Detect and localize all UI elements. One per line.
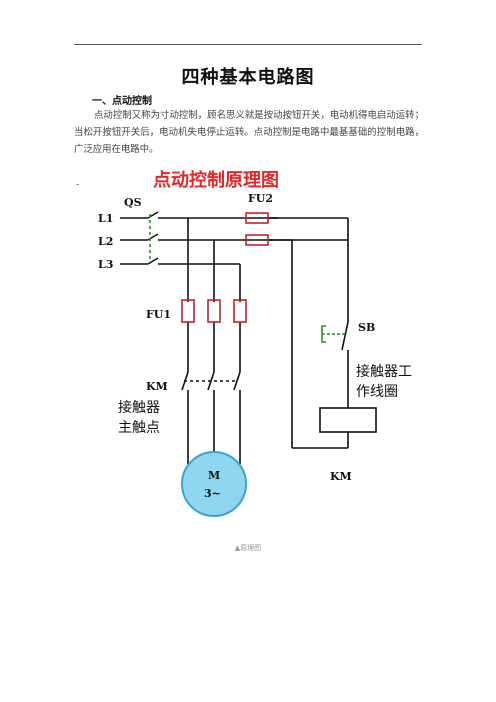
label-main-contact-line2: 主触点: [118, 420, 160, 436]
km-main-contacts: [181, 371, 241, 391]
fu1-fuse-1: [181, 299, 195, 323]
fu1-fuse-2: [207, 299, 221, 323]
label-main-contact-line1: 接触器: [118, 399, 160, 416]
label-motor-m: M: [208, 469, 220, 482]
header-rule: [74, 44, 422, 45]
label-l3: L3: [98, 258, 113, 271]
diagram-heading: 点动控制原理图: [153, 169, 279, 191]
fu1-fuse-3: [233, 299, 247, 323]
body-paragraph: 点动控制又称为寸动控制，顾名思义就是按动按钮开关，电动机得电启动运转；当松开按钮…: [74, 110, 424, 155]
label-l1: L1: [98, 212, 113, 225]
section-heading: 一、点动控制: [92, 96, 152, 107]
label-sb: SB: [358, 321, 375, 334]
fu2-fuses: [245, 212, 269, 246]
fu1-fuses: [181, 299, 247, 323]
sb-button: [321, 321, 349, 351]
circuit-diagram: 点动控制原理图: [98, 169, 412, 517]
fu2-fuse-1: [245, 212, 269, 224]
document-title: 四种基本电路图: [181, 67, 315, 88]
figure-caption: ▲原理图: [234, 544, 262, 552]
fu2-fuse-2: [245, 234, 269, 246]
label-km-bottom: KM: [330, 470, 352, 483]
motor-symbol: [181, 451, 247, 517]
label-qs: QS: [124, 196, 142, 209]
label-l2: L2: [98, 235, 113, 248]
contactor-coil: [319, 407, 377, 433]
label-fu1: FU1: [146, 308, 171, 321]
label-coil-line2: 作线圈: [356, 384, 398, 400]
label-motor-phase: 3~: [204, 487, 221, 500]
qs-switch: [147, 211, 159, 265]
label-coil-line1: 接触器工: [356, 363, 412, 380]
bullet-mark: -: [76, 180, 80, 190]
label-fu2: FU2: [248, 192, 273, 205]
label-km-top: KM: [146, 380, 168, 393]
